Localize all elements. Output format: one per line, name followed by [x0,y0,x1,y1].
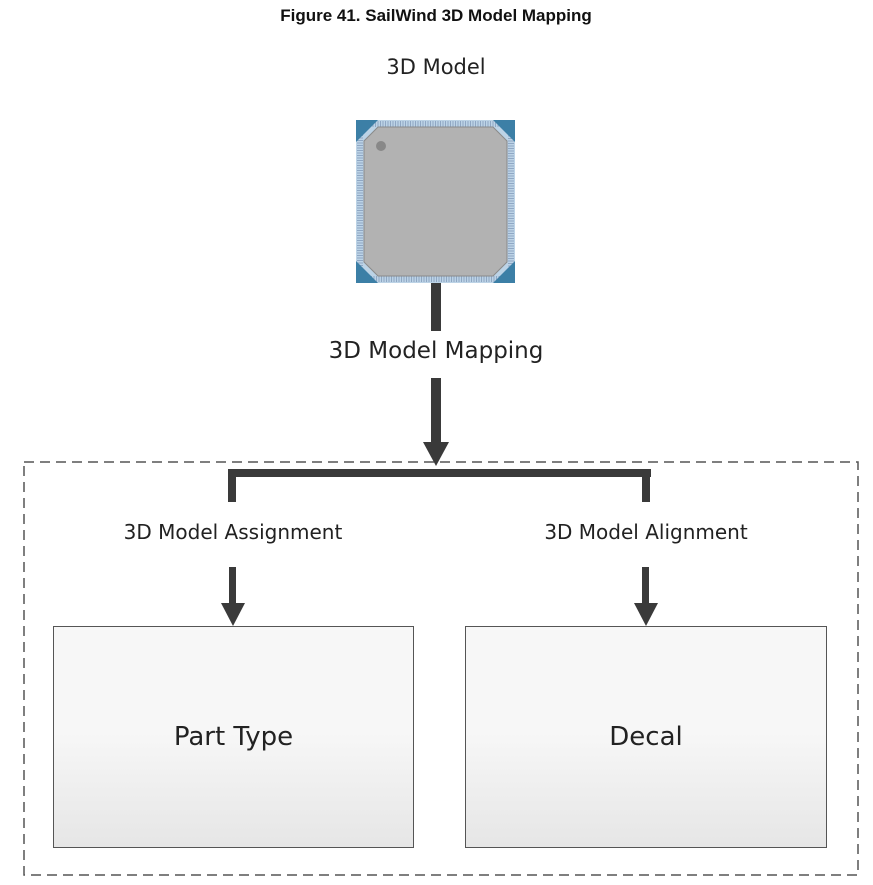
chip-image [356,120,515,283]
mapping-connector [221,283,658,626]
part-type-label: Part Type [173,722,294,752]
decal-label: Decal [609,722,683,752]
part-type-box: Part Type [53,626,414,848]
figure-title: Figure 41. SailWind 3D Model Mapping [280,6,592,25]
decal-box: Decal [465,626,827,848]
alignment-label: 3D Model Alignment [544,520,748,544]
mapping-label: 3D Model Mapping [328,338,544,364]
assignment-label: 3D Model Assignment [123,520,343,544]
model-label: 3D Model [386,55,486,79]
grouping-dashed-border [23,461,859,876]
